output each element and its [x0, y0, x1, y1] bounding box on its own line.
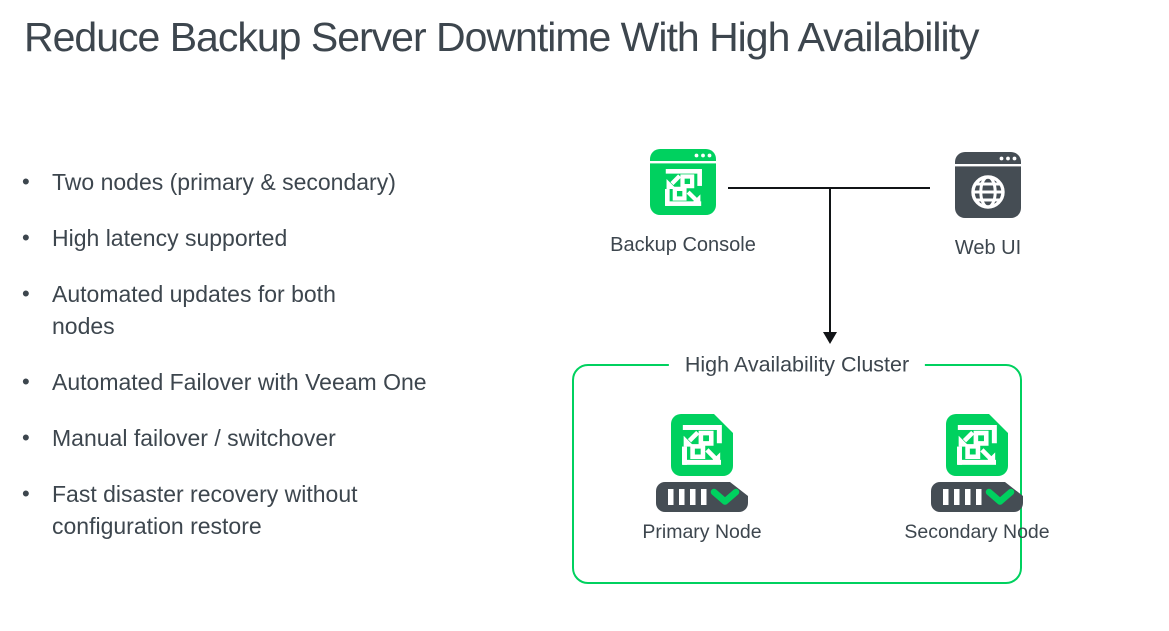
arrow-down-icon	[823, 332, 837, 344]
bullet-text: Fast disaster recovery without configura…	[52, 481, 358, 539]
checkmark-icon	[710, 488, 740, 505]
bullet-text: Automated Failover with Veeam One	[52, 369, 427, 395]
slide-title: Reduce Backup Server Downtime With High …	[24, 14, 979, 60]
bullet-text: Automated updates for both nodes	[52, 281, 336, 339]
secondary-node-group: Secondary Node	[892, 414, 1062, 544]
checkmark-icon	[985, 488, 1015, 505]
window-dots-icon	[694, 153, 712, 158]
primary-node-group: Primary Node	[617, 414, 787, 544]
feature-list: Two nodes (primary & secondary) High lat…	[20, 166, 550, 566]
web-ui-group: Web UI	[903, 152, 1073, 260]
bullet-item: Two nodes (primary & secondary)	[20, 166, 550, 198]
veeam-backup-icon	[957, 425, 997, 465]
connector-vertical-line	[829, 188, 831, 332]
server-status-bar-icon	[656, 482, 748, 512]
bullet-item: Manual failover / switchover	[20, 422, 550, 454]
secondary-node-label: Secondary Node	[904, 521, 1050, 543]
server-status-bar-icon	[931, 482, 1023, 512]
backup-console-group: Backup Console	[598, 149, 768, 257]
bullet-item: Fast disaster recovery without configura…	[20, 478, 550, 542]
veeam-node-icon	[671, 414, 733, 476]
bullet-text: Manual failover / switchover	[52, 425, 336, 451]
ha-cluster-box: High Availability Cluster	[572, 352, 1050, 584]
bullet-item: High latency supported	[20, 222, 550, 254]
bullet-item: Automated Failover with Veeam One	[20, 366, 550, 398]
web-ui-label: Web UI	[954, 237, 1022, 259]
bullet-text: Two nodes (primary & secondary)	[52, 169, 396, 195]
primary-node-label: Primary Node	[642, 521, 762, 543]
window-dots-icon	[999, 156, 1017, 161]
backup-console-label: Backup Console	[610, 234, 756, 256]
bullet-item: Automated updates for both nodes	[20, 278, 550, 342]
veeam-node-icon	[946, 414, 1008, 476]
veeam-backup-icon	[682, 425, 722, 465]
bullet-text: High latency supported	[52, 225, 288, 251]
web-browser-icon	[955, 152, 1021, 218]
globe-icon	[971, 175, 1005, 209]
backup-console-window-icon	[650, 149, 716, 215]
ha-cluster-title: High Availability Cluster	[668, 352, 926, 378]
veeam-backup-icon	[665, 169, 702, 206]
